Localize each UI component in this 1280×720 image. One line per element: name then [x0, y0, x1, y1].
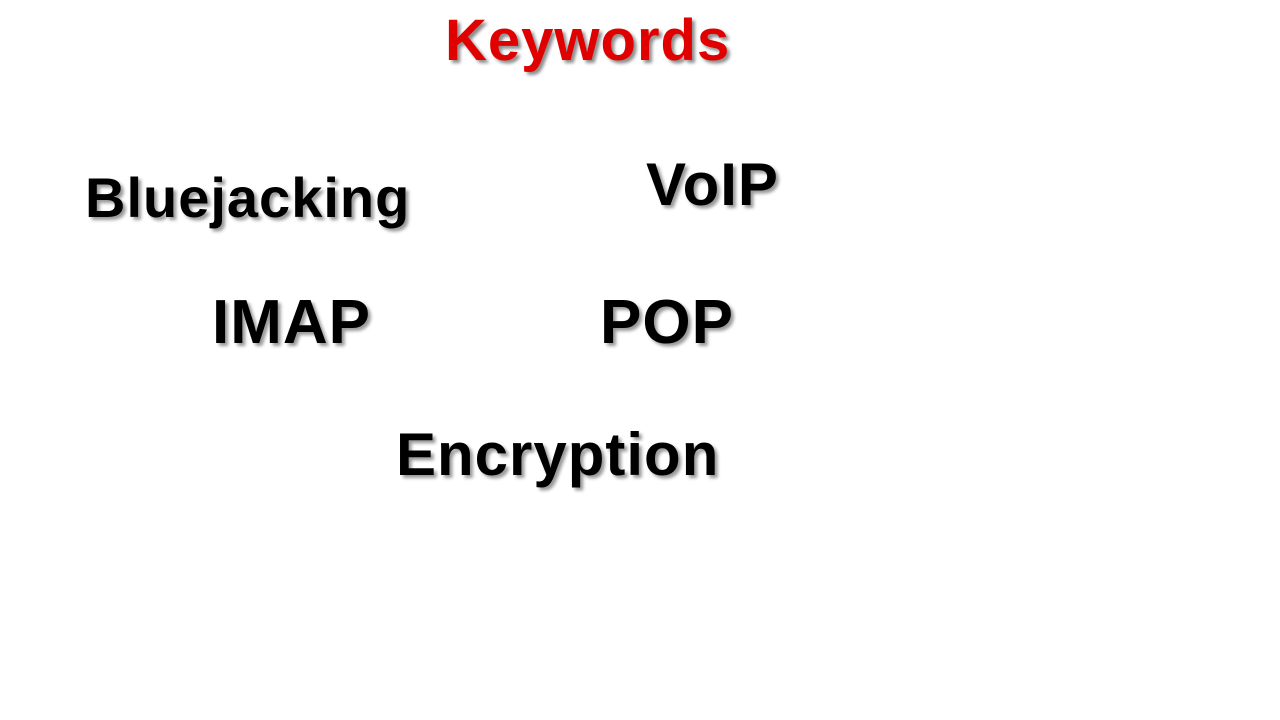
slide-title: Keywords: [445, 8, 731, 73]
keyword-voip: VoIP: [646, 151, 779, 218]
keyword-bluejacking: Bluejacking: [85, 166, 411, 229]
keyword-imap: IMAP: [212, 288, 371, 357]
keyword-encryption: Encryption: [396, 421, 720, 488]
keyword-pop: POP: [600, 288, 734, 357]
